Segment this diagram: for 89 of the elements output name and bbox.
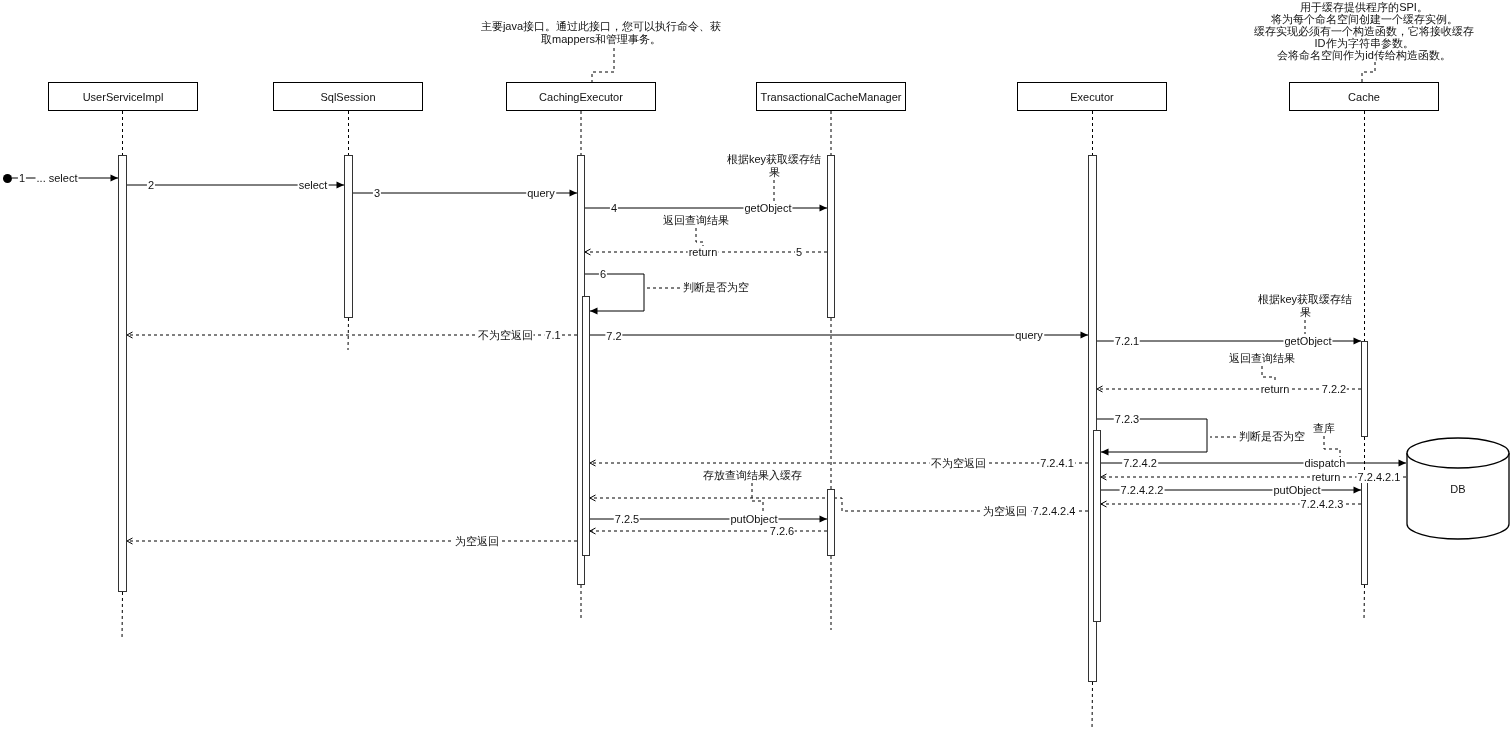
lifeline [580,584,582,621]
message-arrow [589,331,1089,339]
note-text: 根据key获取缓存结果 [1255,293,1355,320]
lifeline [830,110,832,156]
message-label: return [1259,383,1291,395]
sequence-number: 7.2.5 [613,513,641,525]
leader-line [1209,436,1237,438]
lifeline [830,555,832,631]
sequence-number: 2 [146,179,156,191]
note-text: 存放查询结果入缓存 [698,469,806,483]
sequence-number: 7.2.2 [1320,383,1348,395]
message-label: putObject [1272,484,1322,496]
note-text: 用于缓存提供程序的SPI。 [1299,1,1429,13]
sequence-number: 7.2.4.2.4 [1031,505,1077,517]
lifeline [122,110,123,156]
note-text: 会将命名空间作为id传给构造函数。 [1276,49,1452,61]
sequence-number: 4 [609,202,619,214]
return-arrow [589,527,828,535]
sequence-number: 7.2.4.2 [1122,457,1158,469]
note-text: 判断是否为空 [680,281,752,295]
message-label: 7.2.6 [768,525,796,537]
message-label: ... select [35,172,79,184]
leader-line [646,287,681,289]
participant-box: TransactionalCacheManager [756,82,906,111]
message-label: 7.2.3 [1113,413,1141,425]
sequence-number: 7.2 [605,330,623,342]
message-label: dispatch [1303,457,1347,469]
participant-box: Executor [1017,82,1167,111]
message-label: 为空返回 [982,505,1028,517]
activation-bar [827,155,835,318]
note-text: 根据key获取缓存结果 [724,153,824,180]
lifeline [1092,110,1093,156]
message-label: 不为空返回 [476,329,534,341]
note-text: 将为每个命名空间创建一个缓存实例。 [1269,13,1459,25]
leader-line [1304,319,1306,335]
sequence-number: 7.2.4.1 [1039,457,1075,469]
lifeline [1363,584,1365,621]
return-arrow [126,331,578,339]
activation-bar [1361,482,1368,585]
sequence-number: 7.2.1 [1113,335,1141,347]
note-text: 返回查询结果 [1227,352,1297,366]
sequence-number: 7.1 [544,329,562,341]
message-label: 6 [598,268,608,280]
message-label: putObject [729,513,779,525]
message-label: return [687,246,719,258]
activation-bar [827,489,835,556]
activation-bar [582,296,590,556]
sequence-number: 7.2.4.2.1 [1356,471,1402,483]
leader-line [1323,435,1341,458]
note-text: 返回查询结果 [661,214,731,228]
lifeline [830,317,832,490]
leader-line [591,47,615,83]
message-label: 7.2.4.2.3 [1299,498,1345,510]
sequence-number: 7.2.4.2.2 [1119,484,1165,496]
leader-line [773,179,775,202]
activation-bar [1361,341,1368,437]
self-call-arrow [584,273,645,315]
participant-box: SqlSession [273,82,423,111]
leader-line [1361,61,1376,83]
sequence-number: 1 [17,172,27,184]
leader-line [695,227,704,247]
return-arrow [584,248,828,256]
start-dot [3,174,12,183]
note-text: 查库 [1310,422,1338,436]
sequence-number: 5 [794,246,804,258]
database-cylinder: DB [1406,437,1510,541]
lifeline [580,110,582,156]
message-label: 为空返回 [454,535,500,547]
participant-box: CachingExecutor [506,82,656,111]
message-label: getObject [1283,335,1333,347]
note-text: 判断是否为空 [1236,430,1308,444]
activation-bar [344,155,353,318]
return-arrow [126,537,578,545]
sequence-number: 3 [372,187,382,199]
note-text: 主要java接口。通过此接口，您可以执行命令、获取mappers和管理事务。 [476,20,726,48]
lifeline [1364,110,1365,342]
note-text: 缓存实现必须有一个构造函数，它将接收缓存ID作为字符串参数。 [1253,25,1475,49]
participant-box: Cache [1289,82,1439,111]
leader-line [751,482,764,513]
activation-bar [1093,430,1101,622]
self-call-arrow [1096,418,1208,456]
participant-box: UserServiceImpl [48,82,198,111]
message-label: 不为空返回 [929,457,987,469]
message-label: getObject [743,202,793,214]
lifeline [347,317,349,351]
message-label: return [1310,471,1342,483]
activation-bar [118,155,127,592]
message-label: select [297,179,329,191]
lifeline [348,110,349,156]
